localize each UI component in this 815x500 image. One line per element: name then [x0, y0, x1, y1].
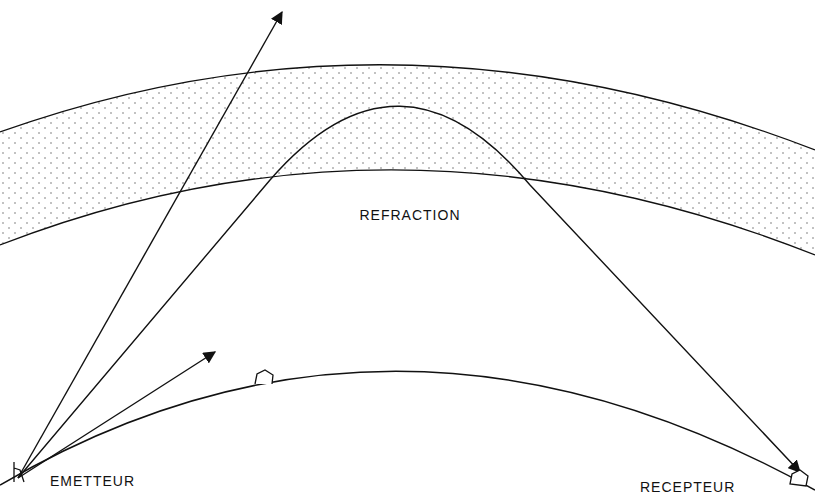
layer-lower-boundary	[0, 170, 815, 255]
obstacle-symbol	[255, 370, 273, 384]
earth-surface	[0, 371, 815, 490]
ionosphere-layer	[0, 65, 815, 255]
receiver-label: RECEPTEUR	[640, 480, 735, 495]
region-label: REFRACTION	[360, 208, 461, 223]
emitter-symbol	[14, 462, 24, 482]
escaping-ray	[18, 12, 282, 478]
emitter-label: EMETTEUR	[50, 474, 135, 489]
receiver-symbol	[790, 470, 808, 486]
layer-upper-boundary	[0, 65, 815, 150]
refracted-ray	[18, 106, 800, 478]
ground-ray	[18, 352, 215, 478]
